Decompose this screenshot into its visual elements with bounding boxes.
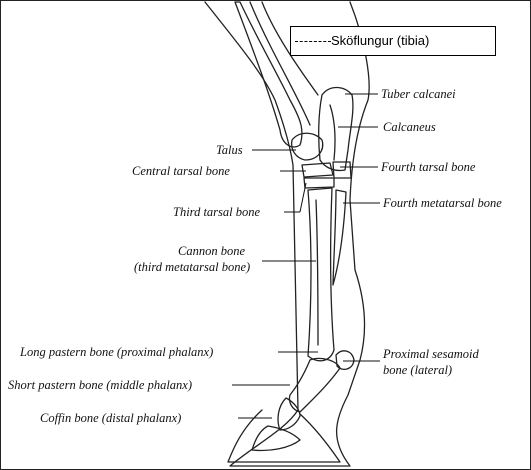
- label-talus: Talus: [216, 143, 243, 157]
- label-short-pastern-bone: Short pastern bone (middle phalanx): [8, 378, 192, 392]
- label-fourth-tarsal-bone: Fourth tarsal bone: [380, 160, 476, 174]
- label-proximal-sesamoid: Proximal sesamoid: [382, 347, 479, 361]
- label-central-tarsal-bone: Central tarsal bone: [132, 164, 230, 178]
- label-coffin-bone: Coffin bone (distal phalanx): [40, 411, 181, 425]
- tibia-bone: [235, 2, 302, 147]
- cannon-bone: [308, 188, 334, 361]
- third-tarsal-bone: [304, 178, 334, 188]
- fourth-metatarsal-bone: [333, 190, 346, 285]
- calcaneus-bone: [319, 87, 353, 170]
- label-sesamoid-lateral: bone (lateral): [383, 363, 452, 377]
- tibia-label-box: Sköflungur (tibia): [290, 26, 496, 56]
- dashed-line-marker: [295, 41, 331, 42]
- label-calcaneus: Calcaneus: [383, 120, 436, 134]
- coffin-bone: [252, 426, 300, 451]
- tibia-label: Sköflungur (tibia): [331, 33, 429, 48]
- label-fourth-metatarsal-bone: Fourth metatarsal bone: [382, 196, 502, 210]
- label-cannon-bone: Cannon bone: [178, 244, 245, 258]
- leg-outline: [205, 2, 369, 466]
- label-tuber-calcanei: Tuber calcanei: [381, 87, 456, 101]
- label-third-tarsal-bone: Third tarsal bone: [173, 205, 261, 219]
- short-pastern-bone: [278, 398, 300, 430]
- label-third-metatarsal-bone: (third metatarsal bone): [134, 260, 250, 274]
- label-long-pastern-bone: Long pastern bone (proximal phalanx): [19, 345, 213, 359]
- central-tarsal-bone: [302, 163, 333, 177]
